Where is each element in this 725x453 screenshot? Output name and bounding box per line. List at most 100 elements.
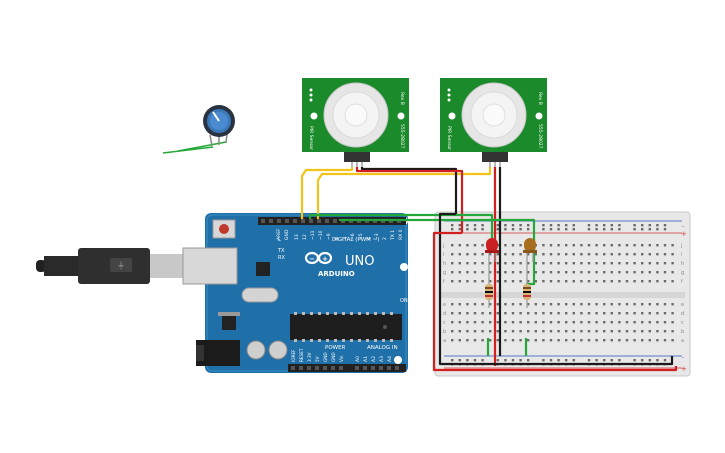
breadboard-hole (656, 321, 659, 324)
breadboard-hole (489, 280, 492, 283)
breadboard-hole (504, 321, 507, 324)
breadboard-hole (641, 330, 644, 333)
breadboard-hole (671, 330, 674, 333)
on-label: ON (400, 298, 408, 304)
breadboard-hole (534, 339, 537, 342)
breadboard-hole (489, 339, 492, 342)
breadboard-hole (527, 280, 530, 283)
breadboard-hole (648, 312, 651, 315)
breadboard-hole (504, 303, 507, 306)
breadboard-hole (572, 224, 575, 227)
breadboard-hole (511, 303, 515, 306)
breadboard-hole (458, 303, 461, 306)
breadboard-row-letter: b (443, 329, 446, 335)
breadboard-hole (595, 359, 598, 362)
breadboard-hole (587, 280, 591, 283)
breadboard-hole (663, 359, 667, 362)
breadboard-hole (481, 330, 484, 333)
breadboard-hole (557, 330, 560, 333)
svg-text:+: + (322, 255, 328, 263)
breadboard-hole (603, 244, 606, 247)
breadboard-hole (466, 339, 469, 342)
breadboard-hole (557, 312, 560, 315)
breadboard-hole (633, 262, 636, 265)
breadboard-hole (451, 321, 454, 324)
breadboard-hole (633, 312, 636, 315)
breadboard-hole (504, 228, 507, 231)
breadboard-hole (481, 262, 484, 265)
breadboard-hole (542, 321, 545, 324)
breadboard-hole (458, 330, 461, 333)
breadboard-hole (557, 280, 560, 283)
breadboard-hole (527, 303, 530, 306)
breadboard-hole (587, 303, 591, 306)
breadboard-hole (618, 228, 621, 231)
breadboard-hole (557, 244, 560, 247)
breadboard-hole (542, 330, 545, 333)
breadboard-hole (580, 244, 583, 247)
breadboard-hole (542, 262, 545, 265)
breadboard-hole (534, 303, 537, 306)
breadboard-hole (610, 339, 613, 342)
breadboard-hole (549, 253, 553, 256)
breadboard-hole (473, 339, 477, 342)
breadboard-hole (534, 271, 537, 274)
rail-plus-bottom: + (681, 365, 687, 373)
breadboard-hole (458, 312, 461, 315)
breadboard-row-letter: e (443, 302, 446, 308)
digital-pin-label: ~9 (326, 233, 332, 240)
breadboard-hole (671, 253, 674, 256)
breadboard-hole (648, 262, 651, 265)
breadboard-hole (648, 253, 651, 256)
breadboard-hole (557, 303, 560, 306)
breadboard-hole (496, 339, 499, 342)
breadboard-hole (656, 339, 659, 342)
analog-label: ANALOG IN (367, 345, 398, 351)
breadboard-hole (473, 321, 477, 324)
breadboard-hole (580, 303, 583, 306)
breadboard-hole (451, 330, 454, 333)
breadboard-hole (610, 271, 613, 274)
power-pin-label: GND (323, 352, 328, 362)
digital-header (258, 217, 406, 225)
aref-label: AREF (276, 228, 282, 240)
breadboard-hole (458, 244, 461, 247)
breadboard-hole (671, 262, 674, 265)
breadboard-hole (473, 244, 477, 247)
digital-pin-label: RX 0 (398, 229, 404, 240)
breadboard-hole (618, 321, 621, 324)
breadboard-hole (527, 321, 530, 324)
breadboard-hole (641, 224, 644, 227)
breadboard-hole (572, 271, 575, 274)
breadboard-hole (496, 359, 499, 362)
breadboard-hole (534, 330, 537, 333)
breadboard-hole (542, 359, 545, 362)
breadboard-hole (633, 339, 636, 342)
breadboard-hole (641, 244, 644, 247)
breadboard-hole (496, 303, 499, 306)
breadboard-hole (671, 303, 674, 306)
breadboard-row-letter: j (680, 243, 682, 249)
breadboard-hole (641, 339, 644, 342)
wire-yellow-2 (316, 167, 492, 219)
breadboard-row-letter: g (443, 270, 446, 276)
reset-button[interactable] (219, 224, 229, 234)
breadboard-hole (504, 359, 507, 362)
digital-pin-label: 12 (302, 234, 308, 240)
breadboard-hole (671, 271, 674, 274)
breadboard-hole (496, 253, 499, 256)
breadboard-hole (549, 224, 553, 227)
breadboard-hole (542, 280, 545, 283)
breadboard-hole (534, 262, 537, 265)
breadboard-hole (557, 228, 560, 231)
breadboard-hole (656, 224, 659, 227)
breadboard-hole (466, 330, 469, 333)
breadboard-hole (625, 303, 629, 306)
breadboard-hole (519, 303, 522, 306)
breadboard-hole (473, 359, 477, 362)
digital-pin-label: 13 (294, 234, 300, 240)
breadboard-hole (519, 253, 522, 256)
breadboard-hole (603, 312, 606, 315)
breadboard-hole (656, 262, 659, 265)
